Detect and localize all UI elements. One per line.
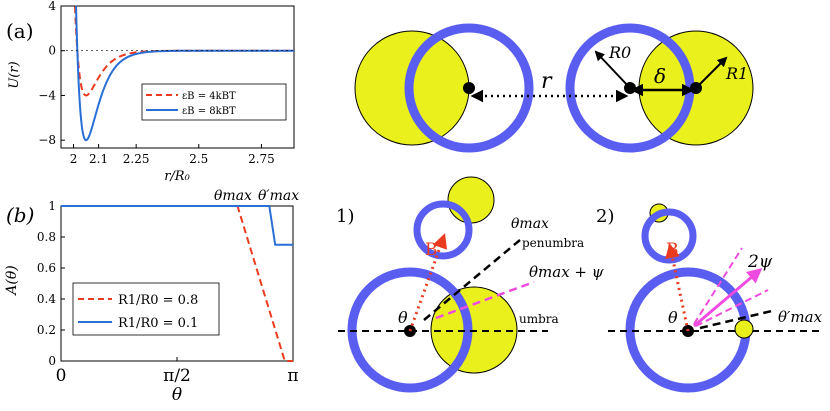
legend-a-label-1: εB = 4kBT xyxy=(182,91,236,102)
label-theta-max-psi: θmax + ψ xyxy=(529,263,604,281)
plot-a-xtick-label: 2 xyxy=(70,152,78,166)
legend-a-label-2: εB = 8kBT xyxy=(182,106,236,117)
plot-a-legend-box xyxy=(141,83,287,121)
plot-b-xtick-label: π/2 xyxy=(163,366,191,386)
panel-a-label: (a) xyxy=(6,19,34,43)
plot-a-xlabel: r/R₀ xyxy=(164,169,190,184)
schematic-1-label: 1) xyxy=(336,206,354,227)
label-penumbra: penumbra xyxy=(522,236,584,250)
label-theta-2: θ xyxy=(668,308,678,327)
psi-arrow xyxy=(693,268,763,328)
plot-b-xlabel: θ xyxy=(172,385,182,405)
radius-arrow-R1 xyxy=(699,56,728,85)
radius-arrow-R0 xyxy=(594,50,631,89)
binding-arrow-2 xyxy=(665,243,690,332)
legend-b-label-2: R1/R0 = 0.1 xyxy=(118,316,198,331)
plot-a-legend: εB = 4kBT εB = 8kBT xyxy=(141,83,287,121)
panel-a: (a) 2 2.1 2.25 2.5 2.75 4 0 −4 −8 U(r) r/R₀ εB =… xyxy=(6,0,295,184)
plot-b-ylabel: A(θ) xyxy=(4,265,20,296)
plot-b-ticks: 0 π/2 π 0 0.2 0.4 0.6 0.8 1 xyxy=(37,199,299,386)
small-ring-2 xyxy=(641,208,697,264)
plot-b-ytick-label: 0.2 xyxy=(37,323,56,337)
label-umbra: umbra xyxy=(519,312,559,326)
label-theta-1: θ xyxy=(398,308,408,327)
label-theta-max-1: θmax xyxy=(511,216,549,232)
target-yellow-particle xyxy=(734,319,754,339)
label-B-1: B xyxy=(425,240,438,260)
plot-a-ytick-label: −4 xyxy=(38,88,56,102)
plot-a-ytick-label: 4 xyxy=(48,0,56,13)
annotation-theta-max-prime: θ′max xyxy=(258,188,299,204)
plot-b-xtick-label: 0 xyxy=(56,366,67,386)
schematic-1: 1) B θ θmax penumbra θmax + ψ umbra xyxy=(336,176,604,393)
panel-b-label: (b) xyxy=(6,203,34,227)
plot-b-xtick-label: π xyxy=(287,366,298,386)
small-yellow-particle-1 xyxy=(447,176,495,224)
schematic-2: 2) B θ 2ψ θ′max xyxy=(596,203,823,393)
plot-a-series xyxy=(61,5,294,142)
label-r: r xyxy=(541,69,553,94)
plot-b-series xyxy=(61,205,293,362)
plot-b-legend: R1/R0 = 0.8 R1/R0 = 0.1 xyxy=(72,282,220,336)
theta-max-prime-line xyxy=(699,308,777,330)
schematic-2-label: 2) xyxy=(596,206,614,227)
psi-bound-lower xyxy=(695,289,769,327)
plot-a-ytick-label: −8 xyxy=(38,133,56,147)
theta-max-line xyxy=(423,239,521,321)
blue-ring-left xyxy=(404,23,534,153)
small-ring-1 xyxy=(413,200,473,260)
label-delta: δ xyxy=(654,64,666,88)
label-B-2: B xyxy=(666,240,679,260)
label-two-psi: 2ψ xyxy=(747,252,773,272)
plot-a-xtick-label: 2.5 xyxy=(189,152,208,166)
binding-arrow-1 xyxy=(408,233,448,332)
plot-a-frame xyxy=(60,5,295,149)
plot-b-ytick-label: 1 xyxy=(48,199,56,213)
legend-b-label-1: R1/R0 = 0.8 xyxy=(118,293,198,308)
label-theta-max-prime: θ′max xyxy=(778,308,823,326)
center-dot-left xyxy=(463,82,475,94)
plot-b-ytick-label: 0.8 xyxy=(37,230,56,244)
label-R0: R0 xyxy=(608,43,631,62)
plot-a-ticks: 2 2.1 2.25 2.5 2.75 4 0 −4 −8 xyxy=(38,0,274,166)
plot-b-ytick-label: 0.4 xyxy=(37,292,56,306)
plot-a-xtick-label: 2.25 xyxy=(123,152,150,166)
plot-a-ytick-label: 0 xyxy=(48,44,56,58)
annotation-theta-max: θmax xyxy=(214,188,252,204)
plot-b-series-line-2 xyxy=(61,205,293,246)
theta-max-psi-line xyxy=(435,280,535,320)
plot-b-ytick-label: 0 xyxy=(48,354,56,368)
schematic-top: r R0 δ R1 xyxy=(354,23,754,153)
panel-b: (b) 0 π/2 π 0 0.2 0.4 0.6 0.8 1 A(θ) θ θmax θ′ma… xyxy=(4,188,299,405)
label-R1: R1 xyxy=(725,64,748,83)
psi-bound-upper xyxy=(693,247,743,325)
plot-b-legend-box xyxy=(72,282,220,336)
plot-a-xtick-label: 2.75 xyxy=(248,152,275,166)
plot-a-ylabel: U(r) xyxy=(7,61,22,88)
plot-a-xtick-label: 2.1 xyxy=(89,152,108,166)
plot-b-ytick-label: 0.6 xyxy=(37,261,56,275)
